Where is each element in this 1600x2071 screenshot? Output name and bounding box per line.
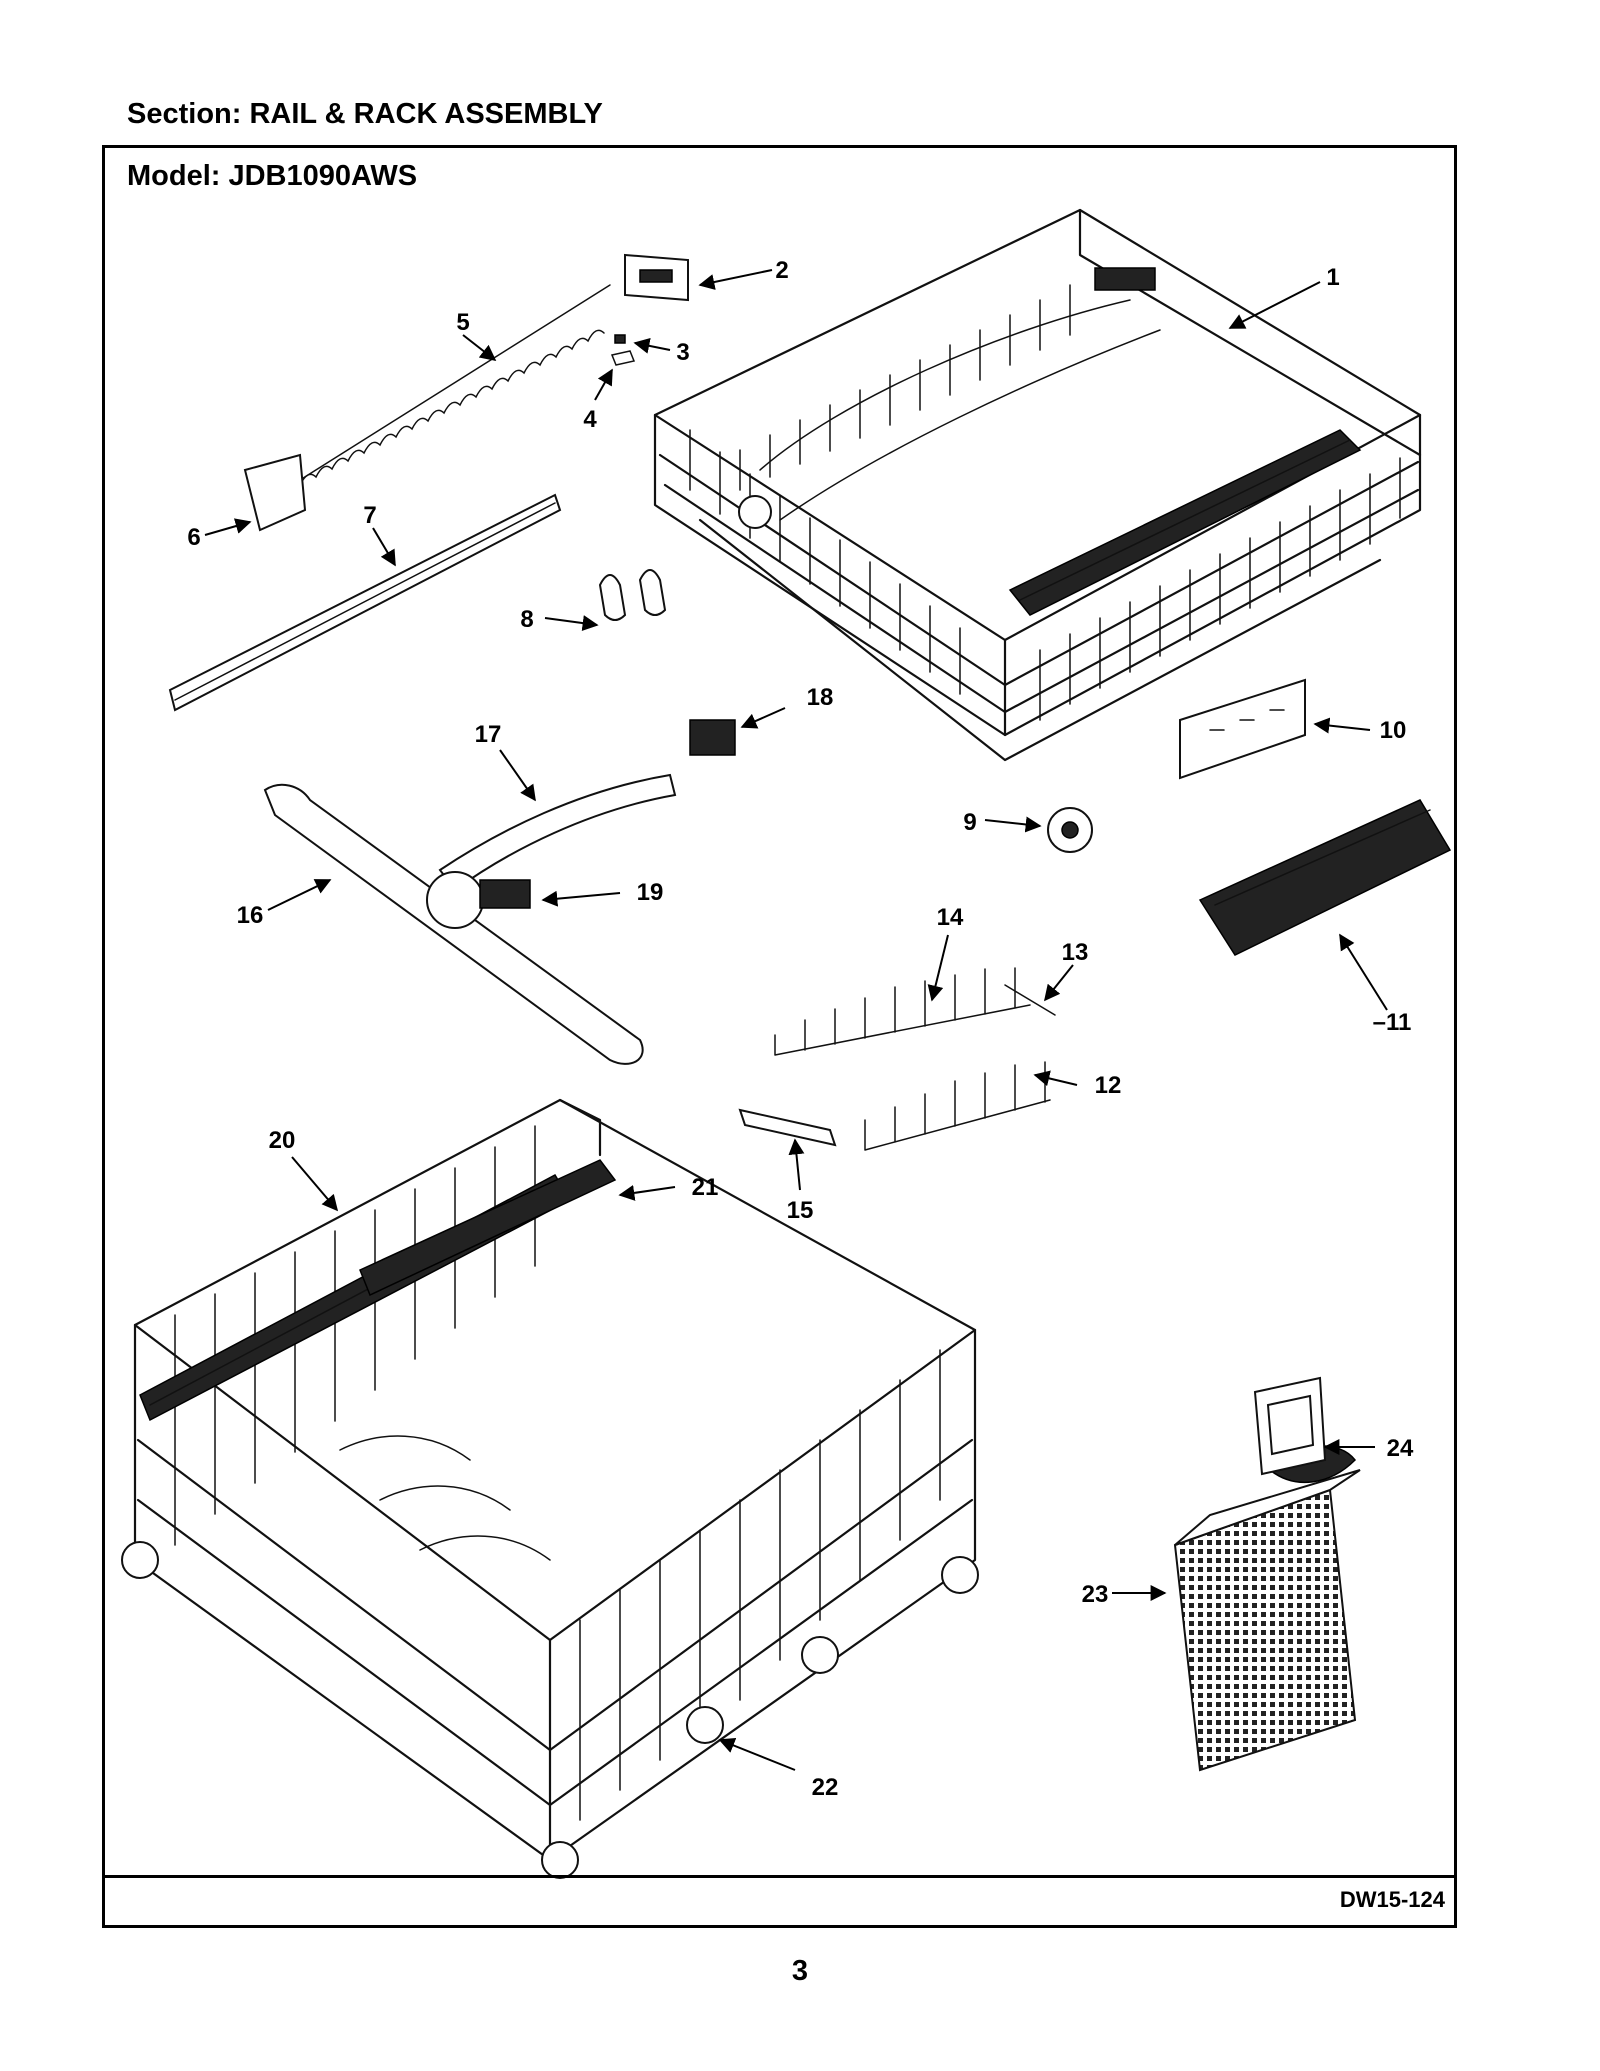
upper-rack — [653, 208, 1422, 762]
callout-13: 13 — [1062, 939, 1089, 966]
callout-1: 1 — [1326, 264, 1339, 291]
callout-21: 21 — [692, 1174, 719, 1201]
part-21-tine-row — [359, 1159, 617, 1297]
part-6-end-cap — [243, 453, 307, 532]
callout-9: 9 — [963, 809, 976, 836]
leader-lines — [204, 269, 1388, 1771]
callout-6: 6 — [187, 524, 200, 551]
callout-3: 3 — [676, 339, 689, 366]
callout-5: 5 — [456, 309, 469, 336]
part-19-hub — [426, 871, 484, 929]
part-5-rail-strip — [299, 284, 611, 481]
part-11-tine-row — [1198, 799, 1452, 956]
callout-22: 22 — [812, 1774, 839, 1801]
callout-labels: 1 2 3 4 5 6 7 8 9 10 –11 12 13 14 15 16 … — [187, 257, 1414, 1801]
callout-10: 10 — [1380, 717, 1407, 744]
footer-rule — [102, 1875, 1457, 1878]
callout-24: 24 — [1387, 1435, 1414, 1462]
callout-17: 17 — [475, 721, 502, 748]
part-14-tine-row — [774, 967, 1031, 1056]
callout-15: 15 — [787, 1197, 814, 1224]
part-7-rail — [168, 493, 562, 712]
part-17-feed-tube — [438, 773, 677, 892]
callout-18: 18 — [807, 684, 834, 711]
callout-19: 19 — [637, 879, 664, 906]
callout-4: 4 — [583, 406, 597, 433]
page-number: 3 — [791, 1955, 809, 1987]
diagram-frame — [102, 145, 1457, 1928]
model-title: Model: JDB1090AWS — [127, 160, 418, 192]
part-13-pin — [1004, 984, 1056, 1016]
callout-23: 23 — [1082, 1581, 1109, 1608]
callout-20: 20 — [269, 1127, 296, 1154]
part-8-clips — [598, 569, 667, 621]
part-10-bracket — [1179, 678, 1306, 780]
document-code: DW15-124 — [1339, 1887, 1445, 1912]
callout-12: 12 — [1095, 1072, 1122, 1099]
part-3-clip — [614, 334, 626, 344]
upper-rack-tines — [689, 284, 1401, 721]
section-title: Section: RAIL & RACK ASSEMBLY — [127, 98, 603, 130]
callout-7: 7 — [363, 502, 376, 529]
lower-rack-tines — [174, 1125, 941, 1821]
callout-8: 8 — [520, 606, 533, 633]
lower-rack — [121, 1098, 979, 1879]
callout-11: –11 — [1373, 1009, 1412, 1036]
callout-14: 14 — [937, 904, 964, 931]
part-18-bearing — [689, 719, 736, 756]
callout-2: 2 — [775, 257, 788, 284]
part-4-spring — [610, 350, 636, 366]
callout-16: 16 — [237, 902, 264, 929]
part-12-tine-row — [864, 1061, 1051, 1151]
part-15-clip — [738, 1108, 837, 1147]
